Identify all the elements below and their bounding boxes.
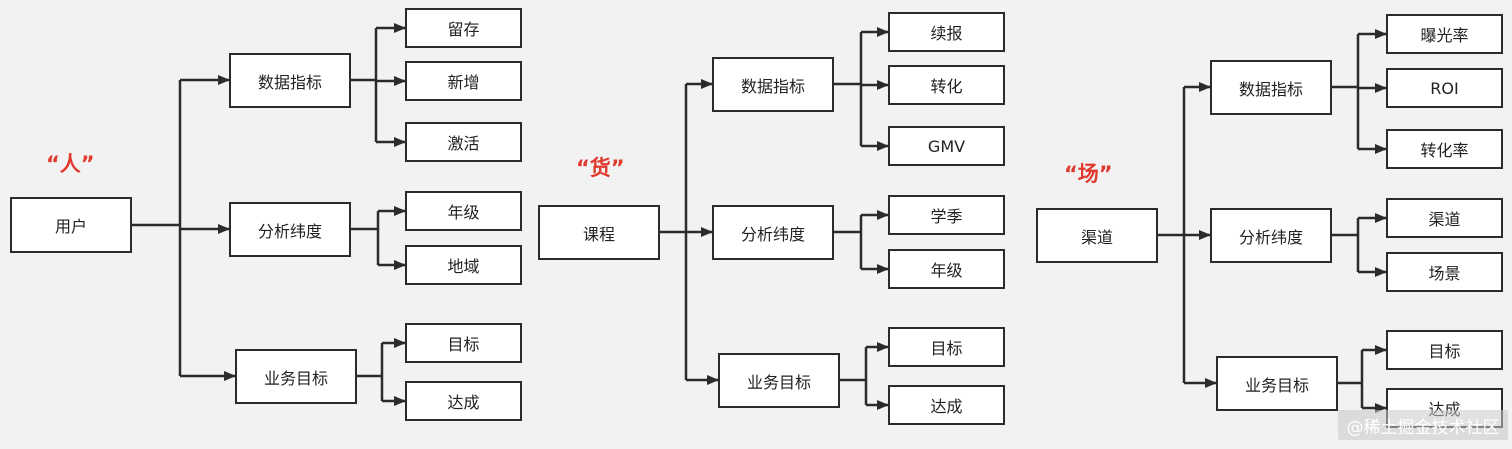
leaf-node: 场景 — [1386, 252, 1503, 292]
leaf-node: 曝光率 — [1386, 14, 1503, 54]
leaf-node: ROI — [1386, 68, 1503, 108]
root-node: 渠道 — [1036, 208, 1158, 263]
leaf-node: 达成 — [405, 381, 522, 421]
leaf-node: 渠道 — [1386, 198, 1503, 238]
group-node: 数据指标 — [229, 53, 351, 108]
leaf-node: 转化率 — [1386, 129, 1503, 169]
leaf-node: 转化 — [888, 65, 1005, 105]
leaf-node: 年级 — [405, 191, 522, 231]
root-node: 课程 — [538, 205, 660, 260]
leaf-node: 续报 — [888, 12, 1005, 52]
group-node: 业务目标 — [1216, 356, 1338, 411]
group-node: 分析纬度 — [1210, 208, 1332, 263]
leaf-node: GMV — [888, 126, 1005, 166]
group-node: 业务目标 — [235, 349, 357, 404]
group-node: 分析纬度 — [229, 202, 351, 257]
leaf-node: 学季 — [888, 195, 1005, 235]
leaf-node: 目标 — [405, 323, 522, 363]
leaf-node: 目标 — [1386, 330, 1503, 370]
leaf-node: 新增 — [405, 61, 522, 101]
category-label: “人” — [46, 152, 95, 176]
group-node: 业务目标 — [718, 353, 840, 408]
category-label: “场” — [1064, 162, 1113, 186]
leaf-node: 激活 — [405, 122, 522, 162]
leaf-node: 年级 — [888, 249, 1005, 289]
leaf-node: 目标 — [888, 327, 1005, 367]
group-node: 数据指标 — [712, 57, 834, 112]
leaf-node: 达成 — [888, 385, 1005, 425]
group-node: 分析纬度 — [712, 205, 834, 260]
group-node: 数据指标 — [1210, 60, 1332, 115]
category-label: “货” — [576, 156, 625, 180]
watermark: @稀土掘金技术社区 — [1338, 410, 1508, 440]
leaf-node: 地域 — [405, 245, 522, 285]
root-node: 用户 — [10, 197, 132, 253]
leaf-node: 留存 — [405, 8, 522, 48]
